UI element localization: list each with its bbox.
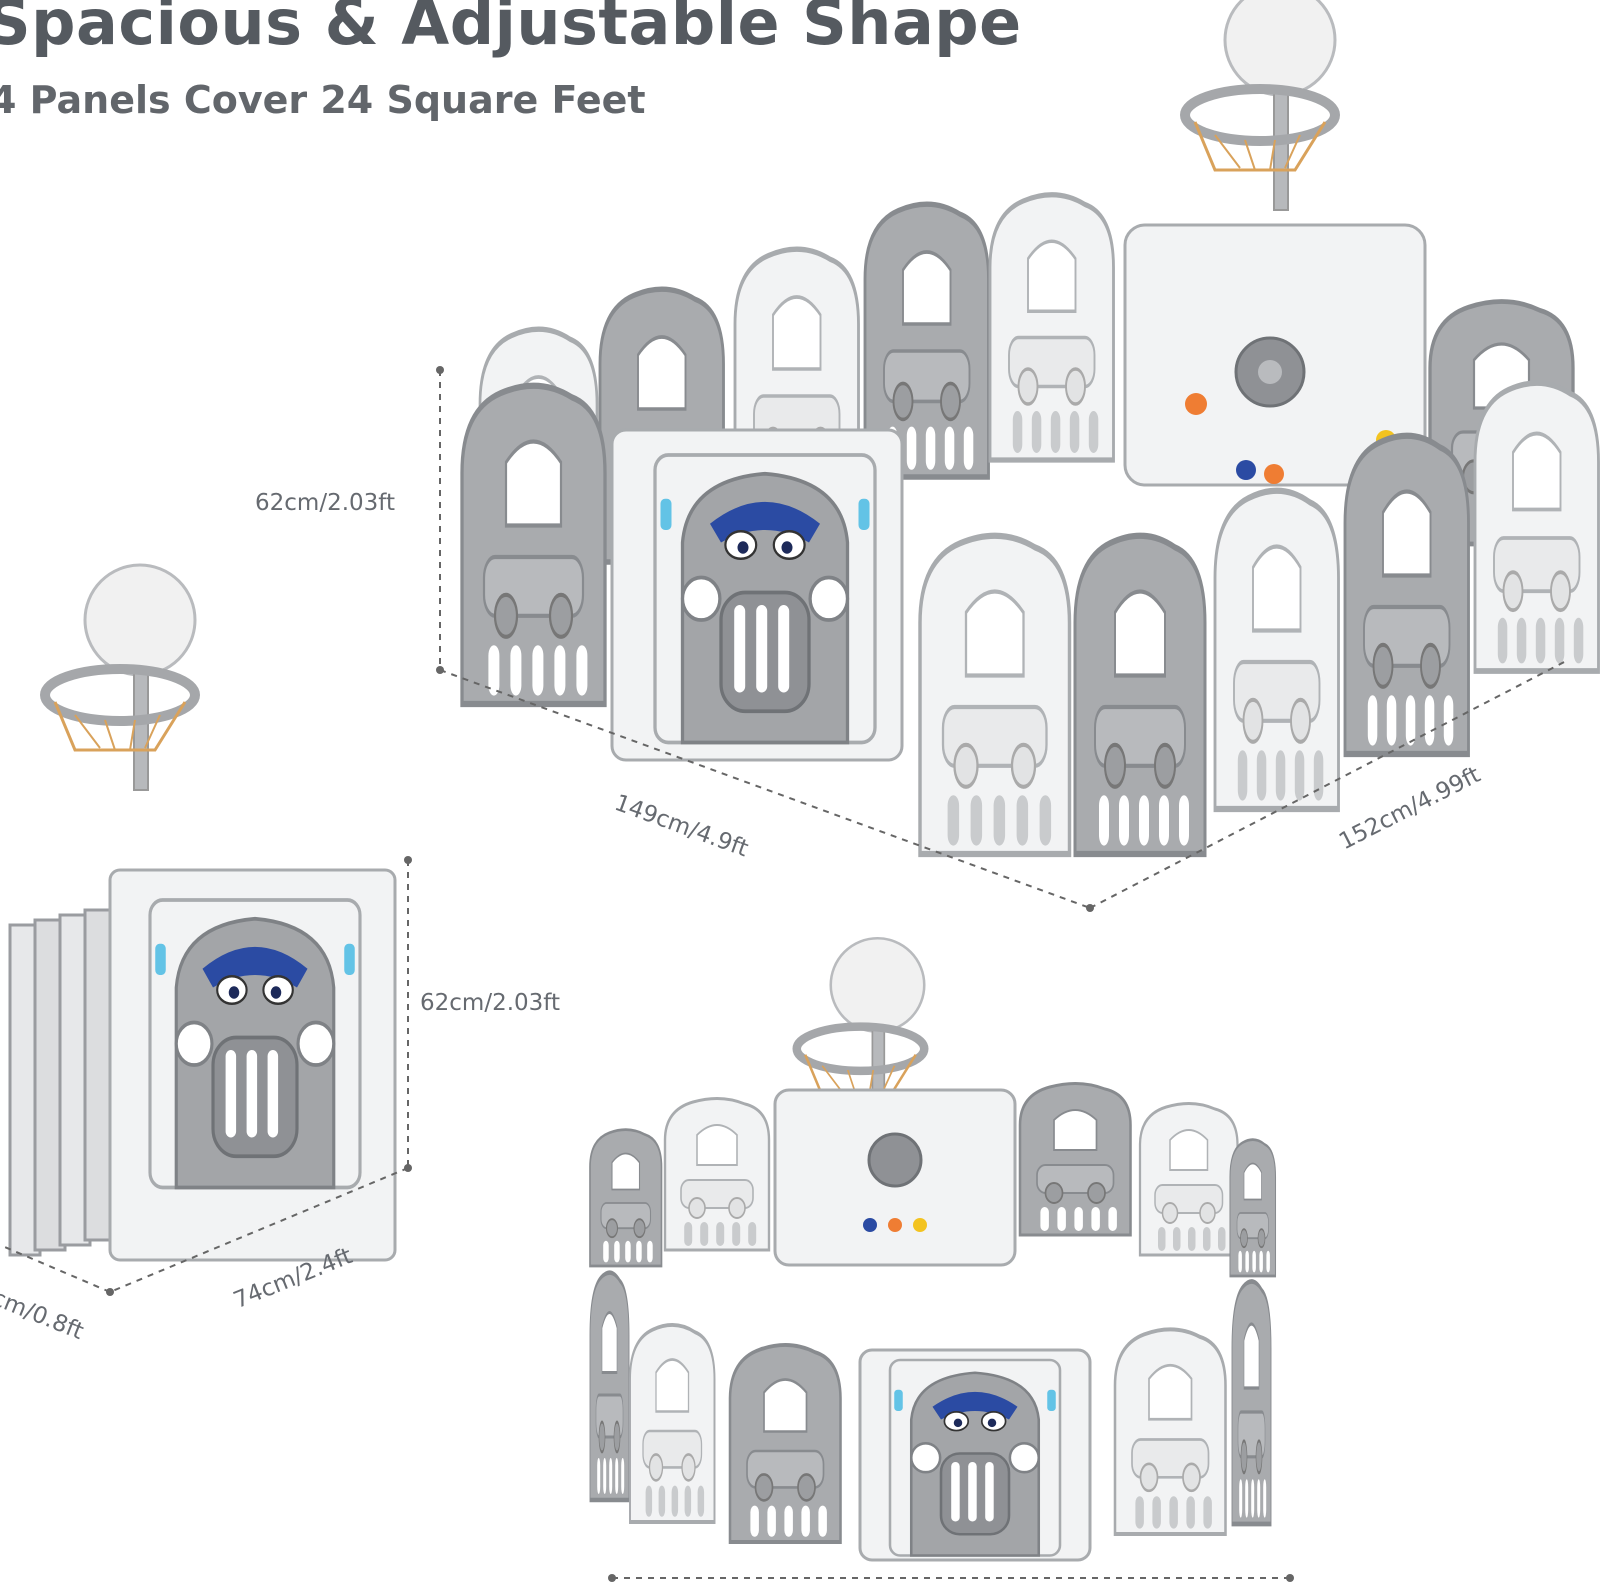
hoop-folded <box>45 565 195 790</box>
folded-height-label: 62cm/2.03ft <box>420 990 560 1016</box>
dimension-lines-folded <box>0 860 409 1293</box>
square-playpen <box>462 0 1599 854</box>
headline: Spacious & Adjustable Shape <box>0 0 1022 59</box>
round-playpen <box>590 938 1277 1562</box>
folded-playpen <box>8 565 397 1262</box>
hoop-top <box>1185 0 1335 210</box>
dimension-lines-top <box>439 370 1569 909</box>
subheadline: 4 Panels Cover 24 Square Feet <box>0 78 646 122</box>
square-height-label: 62cm/2.03ft <box>255 490 395 516</box>
